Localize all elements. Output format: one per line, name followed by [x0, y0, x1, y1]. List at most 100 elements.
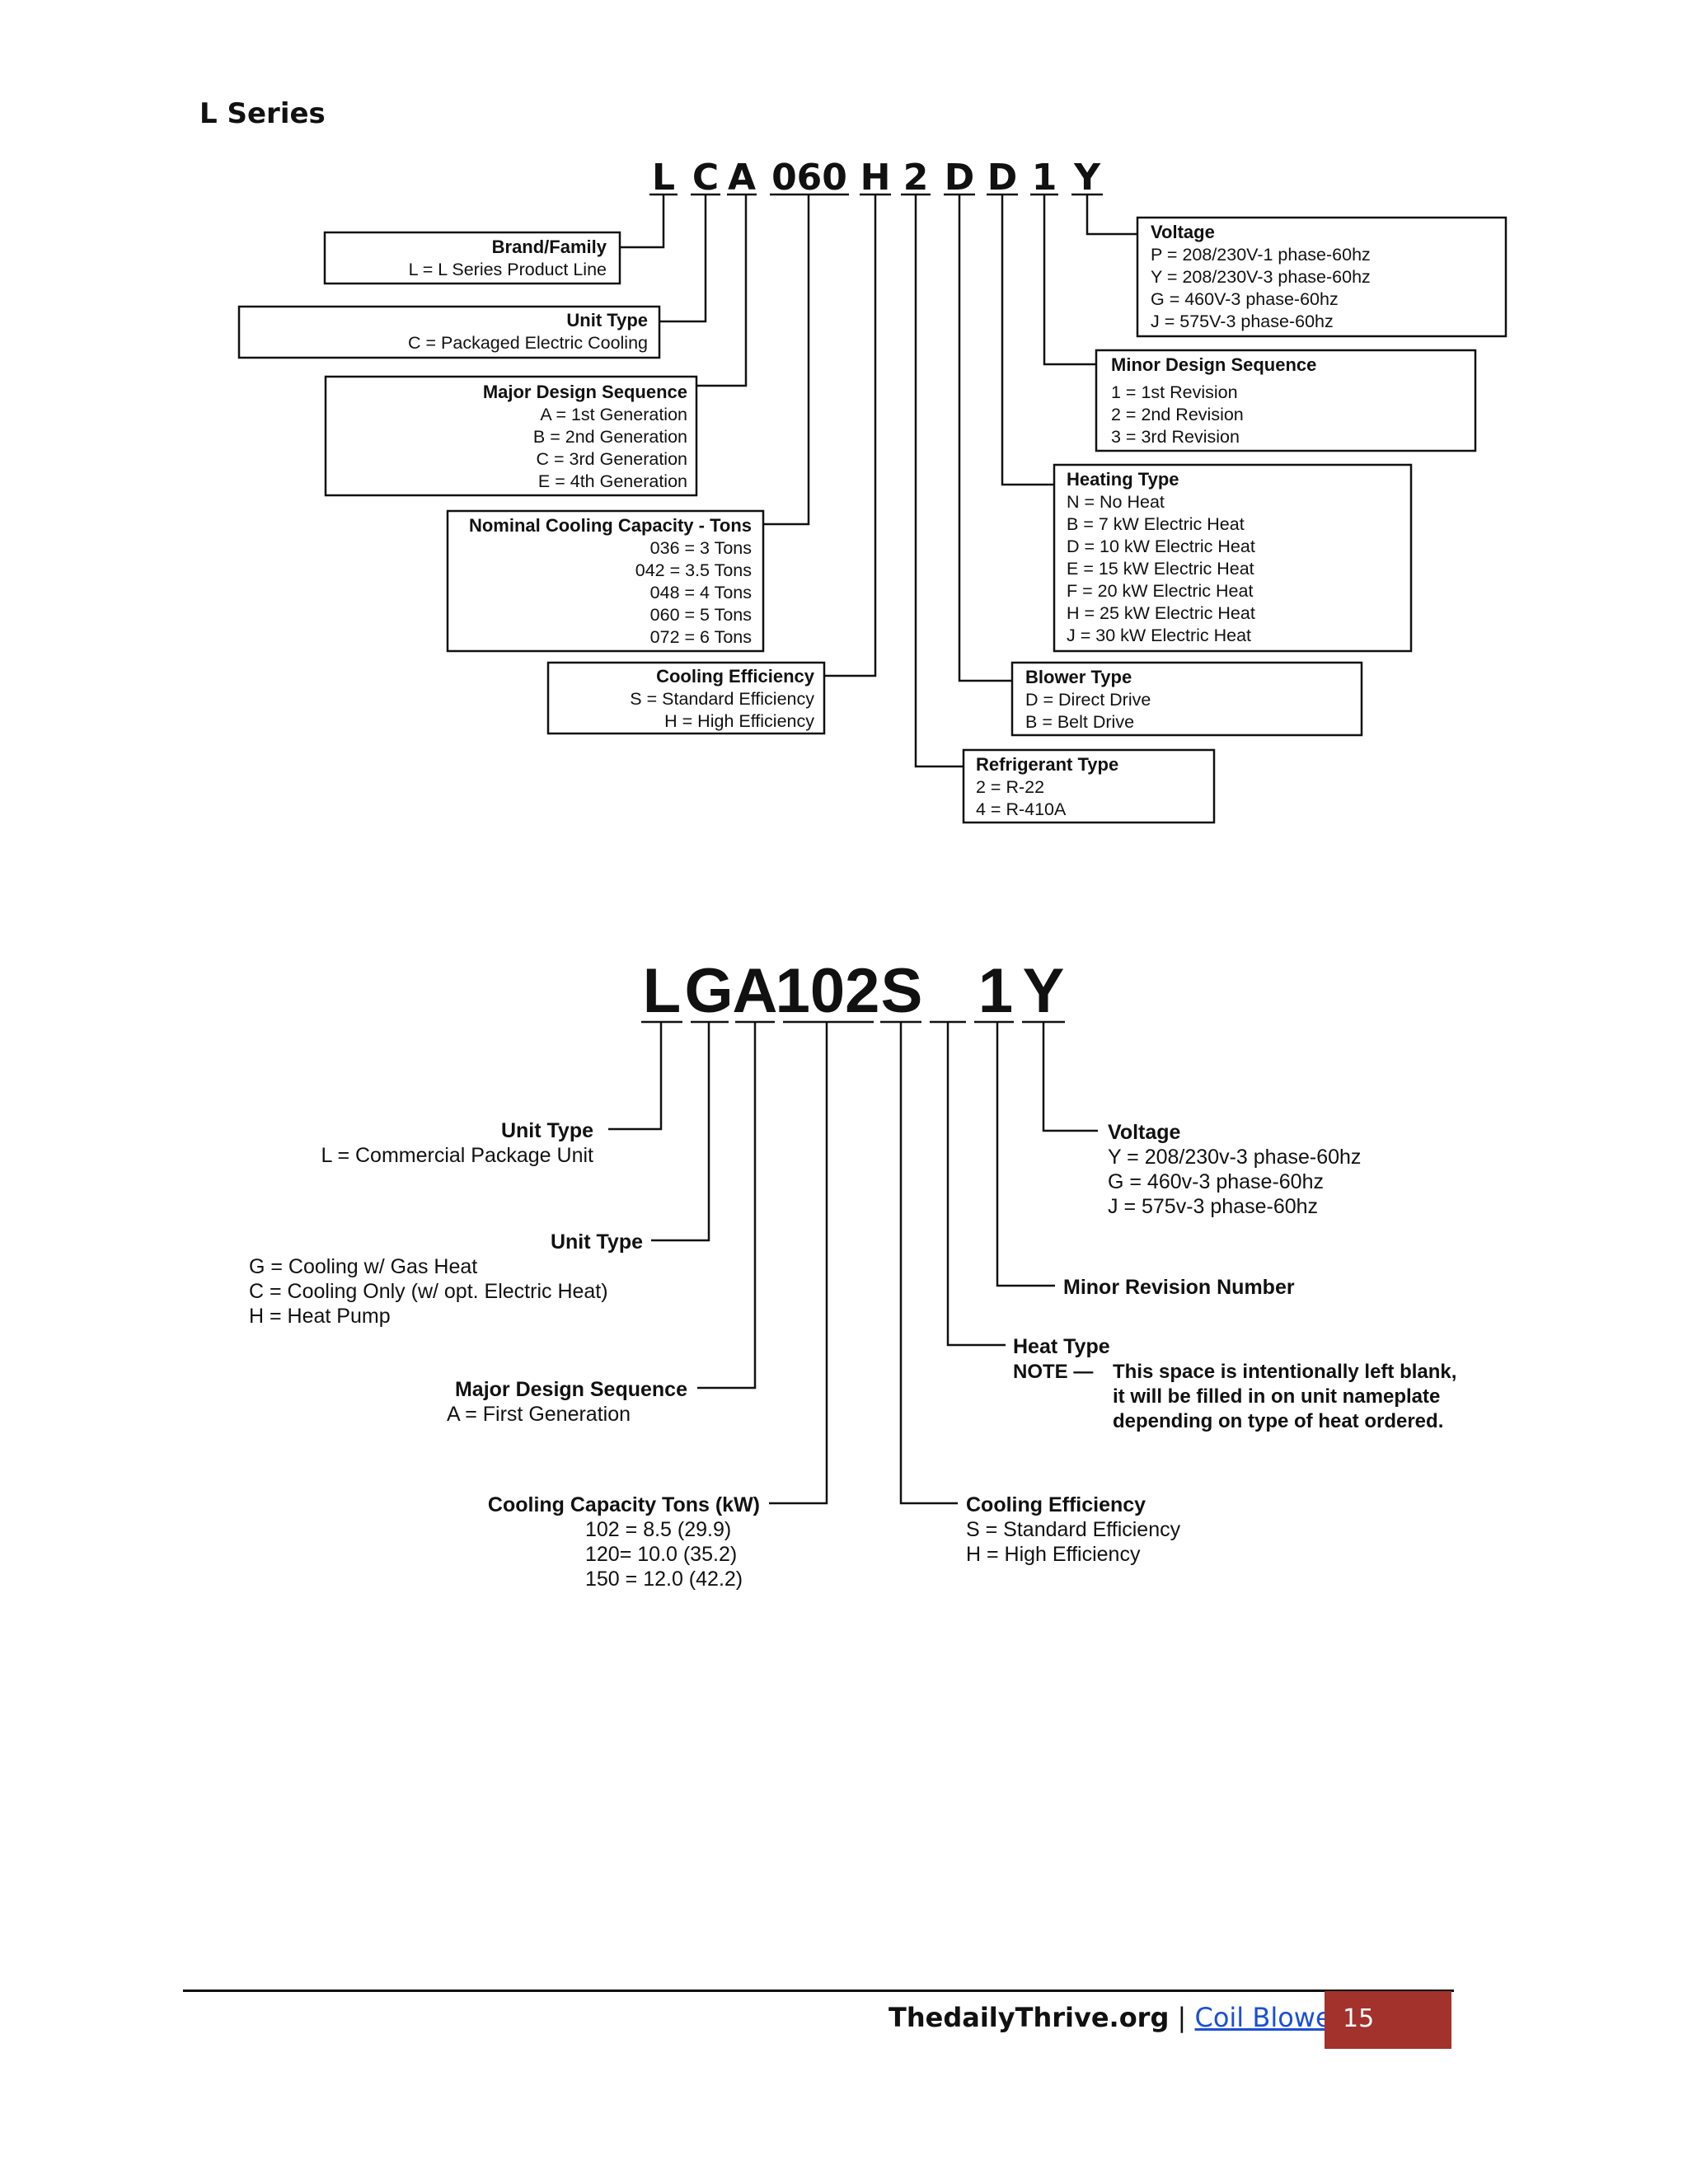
- heating-type-box: Heating Type N = No Heat B = 7 kW Electr…: [1067, 469, 1255, 645]
- refrigerant-type-title: Refrigerant Type: [976, 754, 1118, 775]
- heating-type-line: J = 30 kW Electric Heat: [1067, 626, 1251, 645]
- heating-type-line: F = 20 kW Electric Heat: [1067, 581, 1253, 601]
- brand-family-line: L = L Series Product Line: [409, 260, 607, 279]
- code-char-minor-design: 1: [1032, 157, 1057, 199]
- d2-heat-type-group: Heat Type NOTE — This space is intention…: [1013, 1335, 1456, 1432]
- blower-type-box: Blower Type D = Direct Drive B = Belt Dr…: [1025, 667, 1151, 732]
- voltage-line: J = 575V-3 phase-60hz: [1151, 312, 1334, 331]
- footer-separator: |: [1169, 2002, 1195, 2033]
- cooling-capacity-title: Nominal Cooling Capacity - Tons: [469, 515, 752, 536]
- cooling-efficiency-box: Cooling Efficiency S = Standard Efficien…: [630, 666, 814, 731]
- cooling-capacity-line: 060 = 5 Tons: [650, 605, 752, 625]
- d2-cooling-efficiency-title: Cooling Efficiency: [966, 1493, 1146, 1516]
- unit-type-title: Unit Type: [566, 310, 648, 330]
- brand-family-title: Brand/Family: [492, 237, 607, 257]
- d2-minor-revision-title: Minor Revision Number: [1063, 1276, 1295, 1299]
- d2-voltage-line: Y = 208/230v-3 phase-60hz: [1108, 1146, 1361, 1169]
- d2-voltage-line: G = 460v-3 phase-60hz: [1108, 1170, 1324, 1193]
- page-footer: ThedailyThrive.org | Coil Blowers: [889, 2002, 1356, 2033]
- d2-cooling-capacity-line: 120= 10.0 (35.2): [585, 1543, 737, 1566]
- code2-char-major-design: A: [733, 956, 778, 1026]
- blower-type-line: B = Belt Drive: [1025, 712, 1134, 732]
- blower-type-line: D = Direct Drive: [1025, 690, 1151, 710]
- d2-unit-type-2-title: Unit Type: [551, 1230, 643, 1254]
- blower-type-title: Blower Type: [1025, 667, 1132, 687]
- cooling-capacity-line: 072 = 6 Tons: [650, 627, 752, 647]
- voltage-line: G = 460V-3 phase-60hz: [1151, 289, 1339, 309]
- d2-unit-type-2-group: Unit Type G = Cooling w/ Gas Heat C = Co…: [249, 1230, 643, 1328]
- d2-cooling-capacity-title: Cooling Capacity Tons (kW): [488, 1493, 760, 1516]
- cooling-efficiency-line: H = High Efficiency: [664, 711, 814, 731]
- code-2-characters: L G A 102 S 1 Y: [643, 956, 1065, 1026]
- d2-major-design-group: Major Design Sequence A = First Generati…: [447, 1378, 687, 1426]
- heating-type-line: D = 10 kW Electric Heat: [1067, 537, 1255, 556]
- minor-design-box: Minor Design Sequence 1 = 1st Revision 2…: [1111, 354, 1316, 447]
- d2-heat-type-note-line: depending on type of heat ordered.: [1113, 1410, 1443, 1432]
- major-design-line: C = 3rd Generation: [537, 449, 687, 469]
- d2-cooling-capacity-group: Cooling Capacity Tons (kW) 102 = 8.5 (29…: [488, 1493, 760, 1591]
- code2-char-unit-type-2: G: [684, 956, 733, 1026]
- d2-unit-type-2-line: G = Cooling w/ Gas Heat: [249, 1255, 477, 1278]
- code-char-voltage: Y: [1073, 157, 1101, 199]
- d2-cooling-capacity-line: 150 = 12.0 (42.2): [585, 1568, 743, 1591]
- d2-unit-type-2-line: C = Cooling Only (w/ opt. Electric Heat): [249, 1280, 608, 1303]
- heating-type-line: N = No Heat: [1067, 492, 1165, 512]
- d2-cooling-capacity-line: 102 = 8.5 (29.9): [585, 1518, 731, 1541]
- code-char-blower: D: [945, 157, 975, 199]
- code-char-refrigerant: 2: [903, 157, 929, 199]
- code-char-brand: L: [652, 157, 675, 199]
- d2-cooling-efficiency-line: S = Standard Efficiency: [966, 1518, 1181, 1541]
- minor-design-line: 3 = 3rd Revision: [1111, 427, 1240, 447]
- d2-major-design-title: Major Design Sequence: [455, 1378, 687, 1401]
- major-design-line: E = 4th Generation: [538, 471, 687, 491]
- section-heading: L Series: [199, 97, 326, 130]
- major-design-title: Major Design Sequence: [483, 382, 687, 402]
- footer-site-name: ThedailyThrive.org: [889, 2002, 1170, 2033]
- major-design-line: A = 1st Generation: [540, 405, 687, 424]
- d2-unit-type-line: L = Commercial Package Unit: [321, 1144, 594, 1167]
- code2-char-capacity: 102: [776, 956, 880, 1026]
- footer-divider: [183, 1990, 1454, 1992]
- cooling-capacity-line: 048 = 4 Tons: [650, 583, 752, 602]
- cooling-capacity-line: 036 = 3 Tons: [650, 538, 752, 558]
- code2-char-voltage: Y: [1023, 956, 1065, 1026]
- d2-cooling-efficiency-line: H = High Efficiency: [966, 1543, 1141, 1566]
- d2-major-design-line: A = First Generation: [447, 1403, 631, 1426]
- d2-cooling-efficiency-group: Cooling Efficiency S = Standard Efficien…: [966, 1493, 1181, 1566]
- cooling-capacity-box: Nominal Cooling Capacity - Tons 036 = 3 …: [469, 515, 752, 647]
- d2-voltage-group: Voltage Y = 208/230v-3 phase-60hz G = 46…: [1108, 1121, 1361, 1218]
- refrigerant-type-line: 2 = R-22: [976, 777, 1044, 797]
- d2-voltage-title: Voltage: [1108, 1121, 1181, 1144]
- unit-type-box: Unit Type C = Packaged Electric Cooling: [408, 310, 648, 353]
- page-number: 15: [1343, 2004, 1375, 2033]
- d2-unit-type-2-line: H = Heat Pump: [249, 1305, 391, 1328]
- voltage-title: Voltage: [1151, 222, 1215, 242]
- d2-unit-type-group: Unit Type L = Commercial Package Unit: [321, 1119, 594, 1167]
- code-char-major-design: A: [728, 157, 756, 199]
- heating-type-line: H = 25 kW Electric Heat: [1067, 603, 1255, 623]
- minor-design-title: Minor Design Sequence: [1111, 354, 1316, 375]
- minor-design-line: 1 = 1st Revision: [1111, 382, 1238, 402]
- d2-voltage-line: J = 575v-3 phase-60hz: [1108, 1195, 1318, 1218]
- cooling-efficiency-line: S = Standard Efficiency: [630, 689, 814, 709]
- heating-type-title: Heating Type: [1067, 469, 1179, 490]
- code-1-characters: L C A 060 H 2 D D 1 Y: [652, 157, 1101, 199]
- voltage-line: P = 208/230V-1 phase-60hz: [1151, 245, 1371, 265]
- d2-heat-type-note-line: it will be filled in on unit nameplate: [1113, 1385, 1440, 1408]
- d2-unit-type-title: Unit Type: [501, 1119, 593, 1142]
- brand-family-box: Brand/Family L = L Series Product Line: [409, 237, 607, 279]
- d2-heat-type-title: Heat Type: [1013, 1335, 1110, 1358]
- code-char-unit-type: C: [692, 157, 719, 199]
- code-char-capacity: 060: [771, 157, 847, 199]
- cooling-capacity-line: 042 = 3.5 Tons: [635, 560, 752, 580]
- refrigerant-type-line: 4 = R-410A: [976, 799, 1067, 819]
- code-char-efficiency: H: [860, 157, 891, 199]
- cooling-efficiency-title: Cooling Efficiency: [656, 666, 815, 687]
- heating-type-line: E = 15 kW Electric Heat: [1067, 559, 1254, 579]
- d2-heat-type-note-label: NOTE —: [1013, 1361, 1093, 1383]
- heating-type-line: B = 7 kW Electric Heat: [1067, 514, 1245, 534]
- voltage-box: Voltage P = 208/230V-1 phase-60hz Y = 20…: [1151, 222, 1371, 331]
- page-number-badge: 15: [1325, 1991, 1451, 2049]
